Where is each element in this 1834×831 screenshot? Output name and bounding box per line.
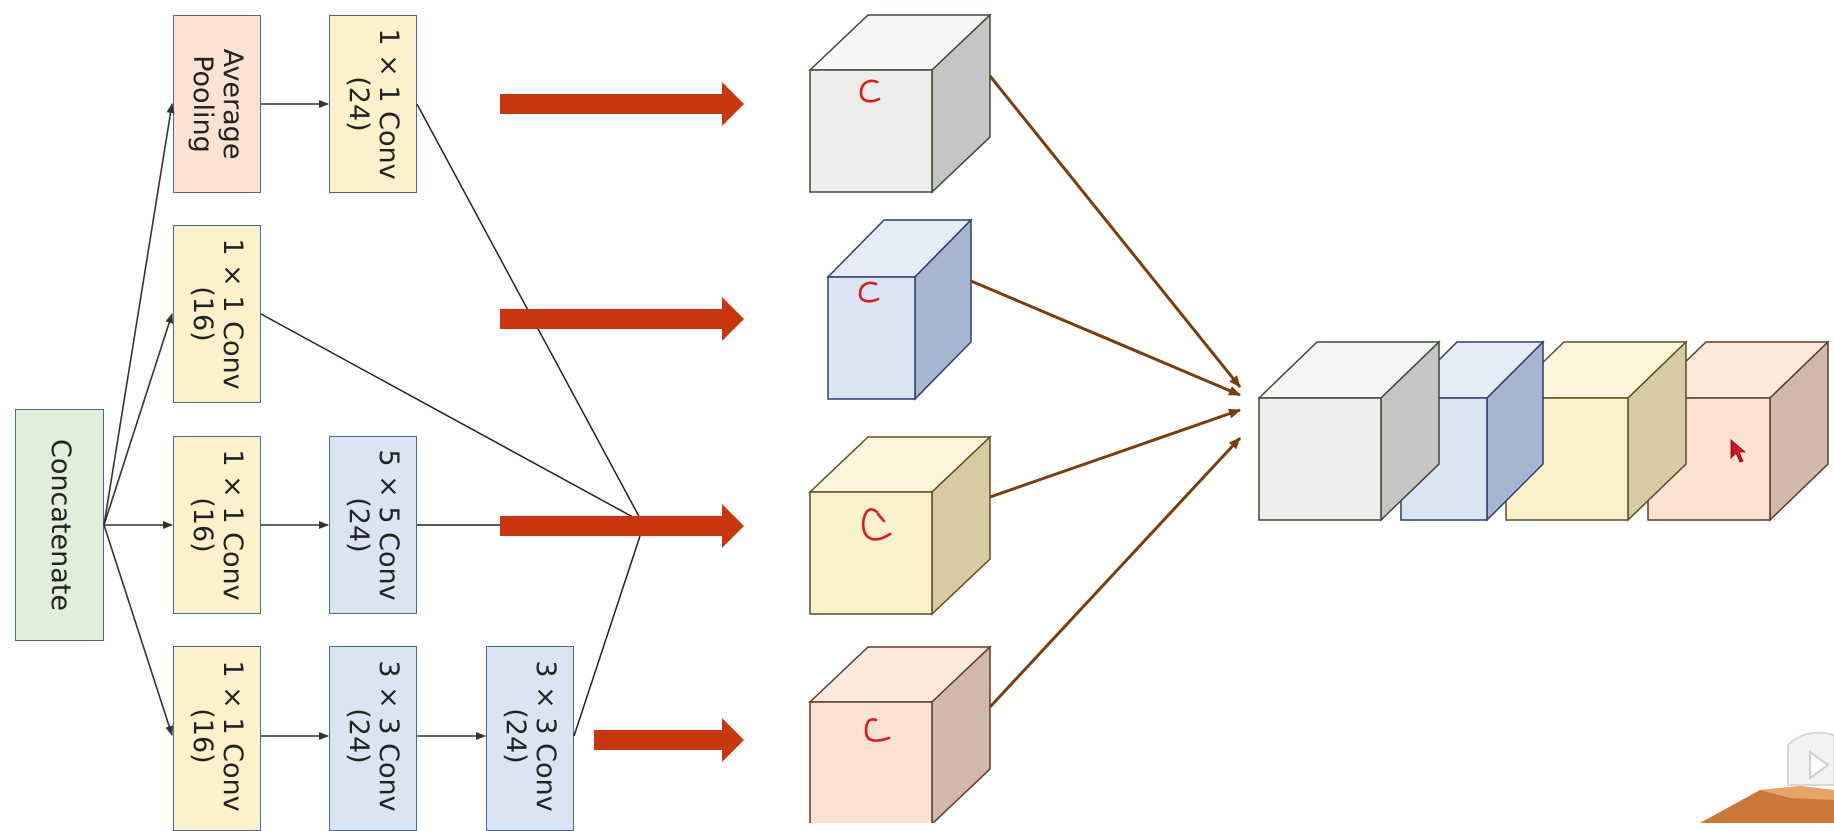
cube-yellow: [808, 435, 992, 616]
output-cube-yellow: [1504, 340, 1688, 522]
red-arrow-2: [500, 297, 744, 341]
red-arrow-4: [594, 718, 744, 762]
mark-c-4: [864, 718, 891, 742]
output-cube-pink: [1646, 340, 1830, 522]
arrow-to-branch4: [103, 524, 174, 736]
arrow-to-branch2: [103, 313, 174, 526]
play-button[interactable]: [1787, 731, 1834, 786]
red-arrow-3: [500, 504, 744, 548]
branch3-5x5-conv-box: 5 × 5 Conv(24): [329, 436, 417, 614]
cursor-icon: [1730, 439, 1747, 463]
fan-out-arrows: [103, 100, 486, 740]
converging-lines: [260, 103, 643, 737]
brown-arrow-1: [988, 75, 1242, 388]
mark-c-2: [858, 281, 880, 303]
line-from-branch2: [260, 313, 643, 523]
line-from-branch4: [573, 529, 643, 737]
hand-marks: [858, 79, 892, 742]
cube-pink: [808, 645, 992, 823]
brown-arrows: [970, 75, 1242, 709]
play-icon: [1809, 750, 1830, 780]
concatenate-box: Concatenate: [15, 409, 104, 641]
branch4-3x3-conv-b-box: 3 × 3 Conv(24): [486, 646, 574, 831]
mark-c-3: [861, 508, 892, 541]
output-cube-grey: [1257, 340, 1441, 522]
branch4-3x3-conv-a-box: 3 × 3 Conv(24): [329, 646, 417, 831]
mark-c-1: [859, 79, 881, 103]
output-stack: [1257, 340, 1830, 522]
brown-arrow-3: [989, 408, 1241, 499]
branch2-1x1-conv-box: 1 × 1 Conv(16): [173, 225, 261, 403]
red-arrow-1: [500, 82, 744, 126]
brown-arrow-2: [970, 279, 1241, 397]
brown-arrow-4: [988, 436, 1242, 709]
cube-grey: [808, 13, 992, 194]
corner-decoration: [1700, 786, 1834, 823]
red-arrows: [500, 82, 744, 762]
pool-1x1-conv-box: 1 × 1 Conv(24): [329, 15, 417, 193]
cube-blue: [826, 218, 973, 401]
arrow-to-avg-pool: [103, 103, 175, 526]
branch4-1x1-conv-box: 1 × 1 Conv(16): [173, 646, 261, 831]
branch3-1x1-conv-box: 1 × 1 Conv(16): [173, 436, 261, 614]
